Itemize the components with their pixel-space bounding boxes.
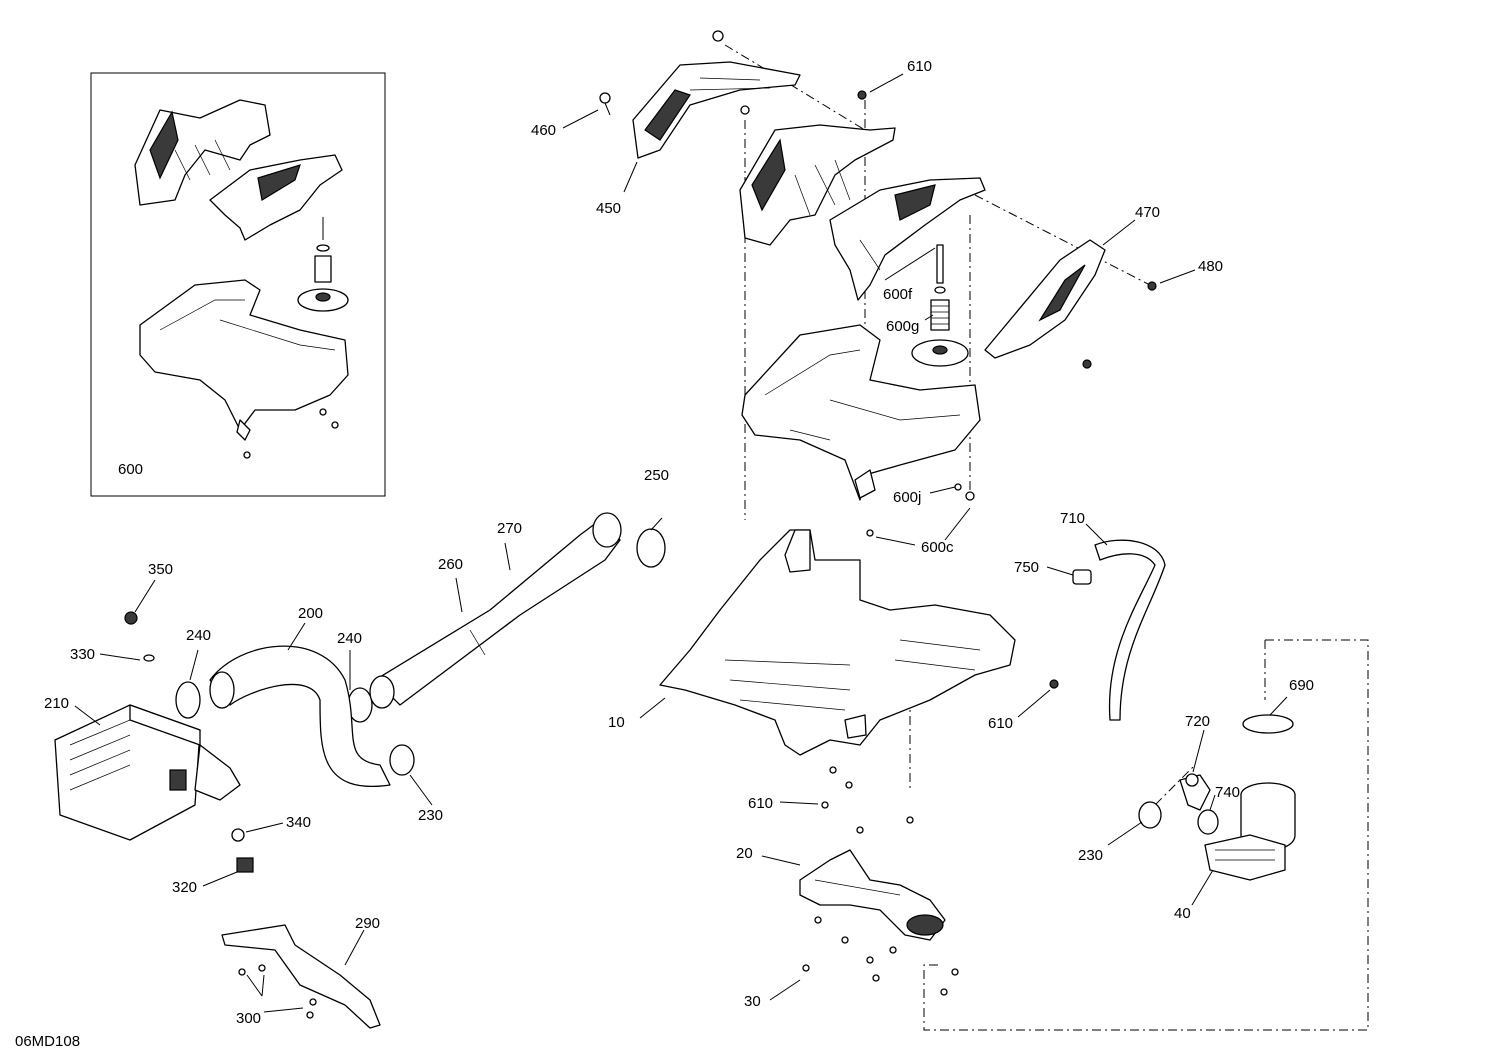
cap-750 bbox=[1072, 569, 1092, 585]
inset-upper-housing bbox=[134, 99, 343, 241]
fastener-top bbox=[712, 30, 724, 42]
clamp-690 bbox=[1242, 714, 1294, 734]
inset-spring-mount bbox=[243, 217, 349, 459]
callout-600j: 600j bbox=[893, 489, 921, 506]
callout-20: 20 bbox=[736, 845, 753, 862]
callout-210: 210 bbox=[44, 695, 69, 712]
fastener-480 bbox=[1082, 281, 1157, 369]
callout-10: 10 bbox=[608, 714, 625, 731]
callout-740: 740 bbox=[1215, 784, 1240, 801]
callout-330: 330 bbox=[70, 646, 95, 663]
callout-200: 200 bbox=[298, 605, 323, 622]
clamp-230-right bbox=[1138, 801, 1162, 829]
callout-600: 600 bbox=[118, 461, 143, 478]
upper-airbox-housing bbox=[739, 124, 986, 301]
callout-690: 690 bbox=[1289, 677, 1314, 694]
callout-260: 260 bbox=[438, 556, 463, 573]
callout-480: 480 bbox=[1198, 258, 1223, 275]
callout-320: 320 bbox=[172, 879, 197, 896]
callout-40: 40 bbox=[1174, 905, 1191, 922]
fasteners-610-top bbox=[740, 90, 975, 537]
callout-720: 720 bbox=[1185, 713, 1210, 730]
callout-240-left: 240 bbox=[186, 627, 211, 644]
clamp-740 bbox=[1197, 809, 1219, 835]
part-290-bracket bbox=[221, 924, 381, 1029]
diagram-code: 06MD108 bbox=[15, 1033, 80, 1050]
part-260-tube bbox=[369, 512, 622, 709]
part-20-duct bbox=[799, 849, 946, 941]
callout-290: 290 bbox=[355, 915, 380, 932]
part-10-airbox-base bbox=[659, 529, 1016, 756]
part-720-fitting bbox=[1179, 773, 1211, 811]
callout-450: 450 bbox=[596, 200, 621, 217]
callout-470: 470 bbox=[1135, 204, 1160, 221]
leader-lines bbox=[74, 73, 1288, 1013]
callout-600g: 600g bbox=[886, 318, 919, 335]
clamp-250 bbox=[636, 528, 666, 568]
part-210-intercooler bbox=[54, 704, 241, 841]
part-450-panel bbox=[632, 61, 801, 159]
callout-610-lower: 610 bbox=[748, 795, 773, 812]
callout-460: 460 bbox=[531, 122, 556, 139]
inset-lower-housing bbox=[139, 279, 349, 441]
hardware-330-350 bbox=[124, 611, 254, 873]
callout-30: 30 bbox=[744, 993, 761, 1010]
callout-600c: 600c bbox=[921, 539, 954, 556]
inset-box bbox=[90, 72, 386, 497]
clamps-240 bbox=[175, 681, 373, 723]
callout-610-top: 610 bbox=[907, 58, 932, 75]
callout-350: 350 bbox=[148, 561, 173, 578]
fastener-460 bbox=[599, 92, 611, 116]
callout-labels: 10 20 30 40 200 210 230 230 240 240 250 … bbox=[44, 58, 1314, 1027]
callout-610-right: 610 bbox=[988, 715, 1013, 732]
callout-230-left: 230 bbox=[418, 807, 443, 824]
spring-assembly-600 bbox=[911, 244, 969, 367]
callout-250: 250 bbox=[644, 467, 669, 484]
callout-300: 300 bbox=[236, 1010, 261, 1027]
callout-270: 270 bbox=[497, 520, 522, 537]
callout-750: 750 bbox=[1014, 559, 1039, 576]
callout-340: 340 bbox=[286, 814, 311, 831]
part-40-canister bbox=[1204, 782, 1296, 881]
part-200-hose bbox=[209, 645, 391, 788]
fasteners-610-lower bbox=[821, 679, 1059, 834]
fasteners-30 bbox=[802, 916, 959, 996]
lower-airbox-housing bbox=[741, 324, 981, 501]
part-470-panel bbox=[984, 239, 1106, 359]
callout-230-right: 230 bbox=[1078, 847, 1103, 864]
callout-600f: 600f bbox=[883, 286, 913, 303]
callout-240-mid: 240 bbox=[337, 630, 362, 647]
callout-710: 710 bbox=[1060, 510, 1085, 527]
part-710-hose bbox=[1094, 539, 1166, 721]
clamp-230-left bbox=[389, 744, 415, 776]
